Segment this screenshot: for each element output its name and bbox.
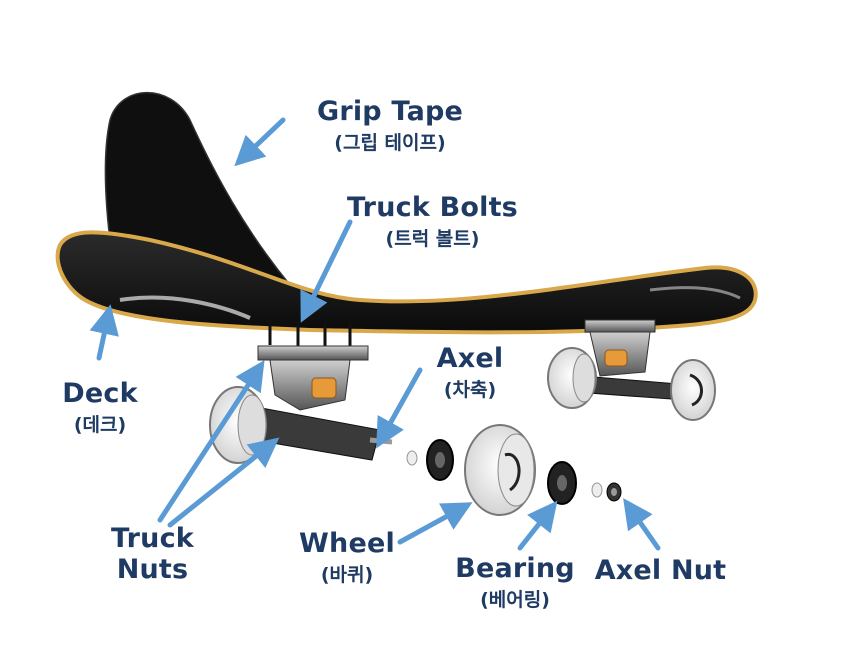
truck-bolts-arrow [300,219,353,323]
truck-nuts-label: Truck Nuts [95,523,210,585]
outer-bearing [547,461,577,505]
axel-nut-label: Axel Nut [588,555,733,586]
bearing-label: Bearing (베어링) [450,553,580,612]
spacer-washer [406,450,418,466]
wheel-label: Wheel (바퀴) [292,528,402,587]
axel-label-ko: (차축) [443,379,497,402]
truck-bolts-label-en: Truck Bolts [347,192,518,223]
axel-label: Axel (차축) [425,343,515,402]
deck-label-ko: (데크) [73,414,127,437]
axel-nut-part [606,482,622,502]
truck-bolts [268,318,352,350]
wheel-label-ko: (바퀴) [320,564,374,587]
axel-nut-arrow [623,498,661,551]
callout-arrows [89,117,661,551]
axel-label-en: Axel [436,343,504,374]
axel-arrow [376,367,423,449]
truck-bolts-label: Truck Bolts (트럭 볼트) [335,192,530,251]
rear-truck [569,319,691,401]
wheel-arrow [397,502,473,545]
bearing-arrow [517,500,558,551]
truck-nuts-arrow-2 [167,437,280,528]
deck-label-en: Deck [62,378,138,409]
truck-nuts-arrow-1 [157,359,265,523]
grip-tape-label-ko: (그립 테이프) [334,132,446,155]
bearing-label-en: Bearing [455,553,575,584]
inner-bearing [426,439,454,481]
deck-arrow [89,304,119,361]
deck-graphic-swoosh-right [649,286,741,300]
bearing-label-ko: (베어링) [480,589,550,612]
grip-tape-label: Grip Tape (그립 테이프) [305,96,475,155]
axel-nut-label-en: Axel Nut [594,555,727,586]
deck-label: Deck (데크) [50,378,150,437]
grip-tape-arrow [234,117,286,167]
deck-shape [55,230,758,335]
exploded-wheel [464,424,536,516]
truck-bolts-label-ko: (트럭 볼트) [385,228,480,251]
deck-graphic-swoosh [119,295,251,320]
rear-left-wheel [547,347,597,409]
truck-nuts-label-en: Truck Nuts [111,523,194,586]
front-truck [244,345,393,461]
grip-tape-label-en: Grip Tape [316,96,464,127]
outer-washer [591,482,603,498]
rear-right-wheel [670,359,716,421]
wheel-label-en: Wheel [299,528,395,559]
